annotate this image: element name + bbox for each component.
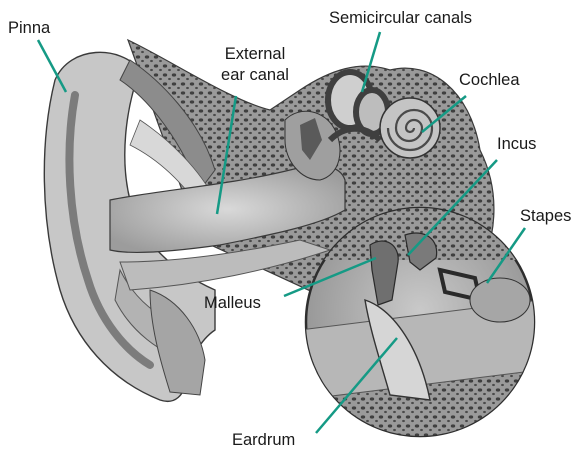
label-external-ear-canal: External ear canal xyxy=(212,44,298,86)
label-cochlea: Cochlea xyxy=(459,70,520,91)
label-eardrum: Eardrum xyxy=(232,430,295,451)
label-semicircular-canals: Semicircular canals xyxy=(329,8,472,29)
label-canal-line2: ear canal xyxy=(212,65,298,86)
label-canal-line1: External xyxy=(212,44,298,65)
leader-pinna xyxy=(38,40,66,92)
label-incus: Incus xyxy=(497,134,536,155)
label-stapes: Stapes xyxy=(520,206,571,227)
label-pinna: Pinna xyxy=(8,18,50,39)
cochlea-shape xyxy=(380,98,440,158)
label-malleus: Malleus xyxy=(204,293,261,314)
